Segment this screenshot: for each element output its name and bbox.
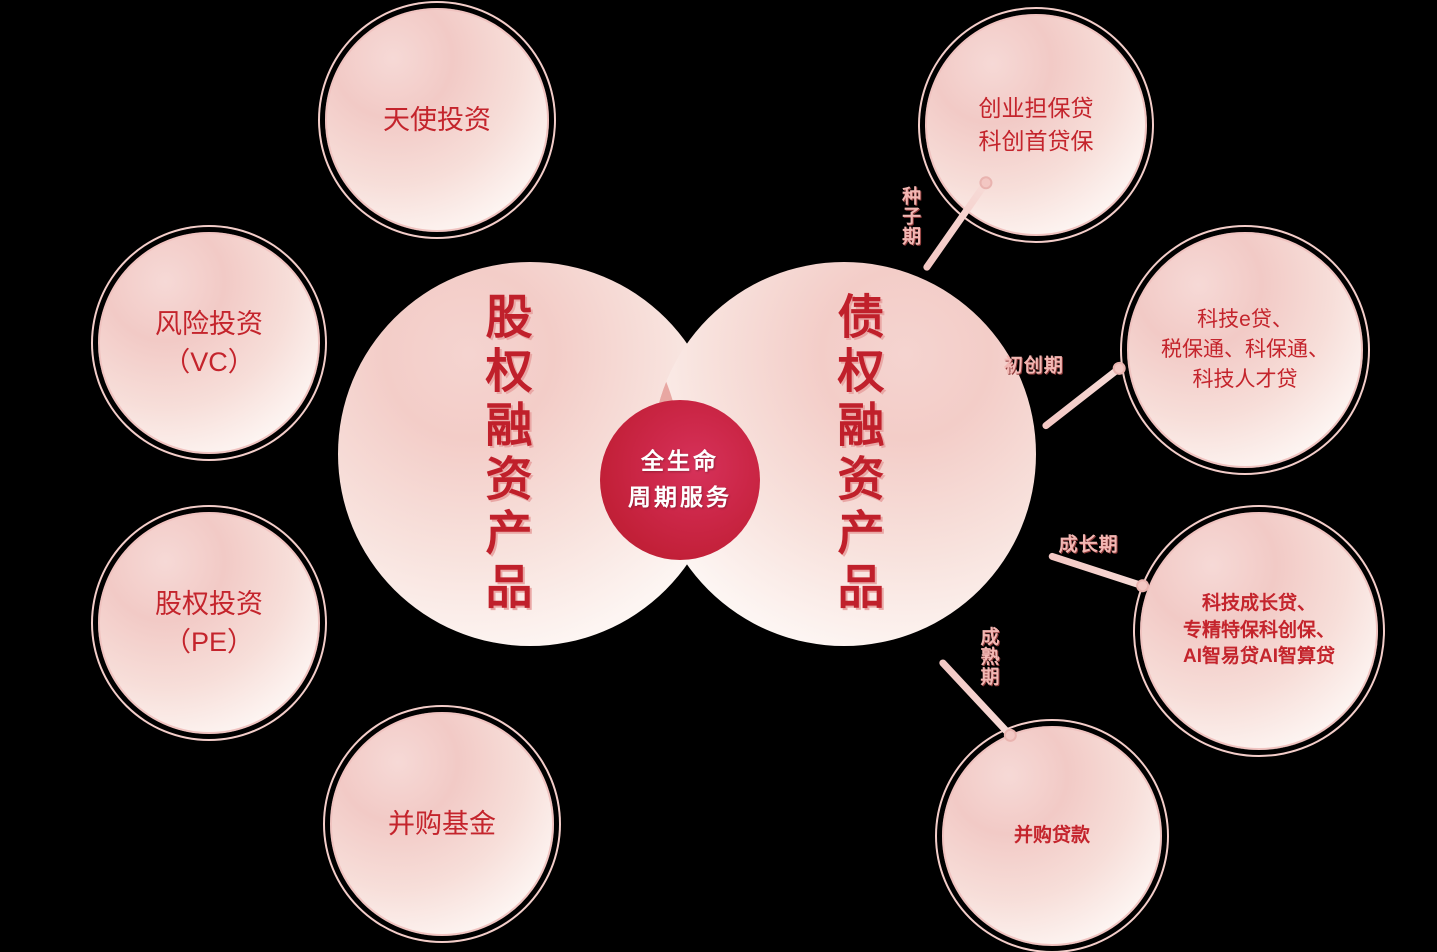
bubble-line: 专精特保科创保、 — [1182, 619, 1335, 641]
bubble-startup-guarantee-loan[interactable]: 创业担保贷 科创首贷保 — [925, 14, 1147, 236]
bubble-tech-growth-loans[interactable]: 科技成长贷、 专精特保科创保、 AI智易贷AI智算贷 — [1140, 512, 1378, 750]
bubble-line: 天使投资 — [383, 104, 491, 135]
bubble-line: 创业担保贷 — [978, 95, 1094, 122]
stage-label-seed: 种子期 — [899, 185, 921, 246]
lifecycle-service-core[interactable]: 全生命 周期服务 — [600, 400, 760, 560]
bubble-line: 科技成长贷、 — [1201, 592, 1316, 614]
core-line-1: 全生命 — [641, 448, 719, 475]
stage-label-mature: 成熟期 — [977, 626, 999, 687]
bubble-line: （PE） — [163, 627, 255, 657]
stage-label-startup: 初创期 — [1003, 355, 1064, 377]
stage-label-growth: 成长期 — [1058, 534, 1119, 556]
bubble-ma-fund[interactable]: 并购基金 — [330, 712, 554, 936]
bubble-ma-loan[interactable]: 并购贷款 — [942, 726, 1162, 946]
bubble-line: 科技人才贷 — [1192, 367, 1298, 391]
bubble-line: 税保通、科保通、 — [1161, 338, 1329, 362]
bubble-private-equity[interactable]: 股权投资 （PE） — [98, 512, 320, 734]
bubble-angel-investment[interactable]: 天使投资 — [325, 8, 549, 232]
bubble-line: AI智易贷AI智算贷 — [1182, 646, 1335, 668]
bubble-line: 股权投资 — [155, 588, 263, 619]
bubble-line: 并购贷款 — [1013, 824, 1090, 846]
bubble-line: （VC） — [163, 347, 255, 377]
bubble-line: 并购基金 — [388, 808, 496, 839]
bubble-line: 风险投资 — [155, 308, 263, 339]
core-line-2: 周期服务 — [628, 484, 732, 510]
bubble-line: 科创首贷保 — [978, 128, 1094, 154]
connector-bar — [1047, 552, 1146, 590]
debt-financing-label: 债权融资产品 — [830, 292, 884, 616]
bubble-line: 科技e贷、 — [1197, 308, 1293, 332]
equity-financing-label: 股权融资产品 — [478, 292, 532, 616]
bubble-venture-capital[interactable]: 风险投资 （VC） — [98, 232, 320, 454]
bubble-tech-loans[interactable]: 科技e贷、 税保通、科保通、 科技人才贷 — [1127, 232, 1363, 468]
